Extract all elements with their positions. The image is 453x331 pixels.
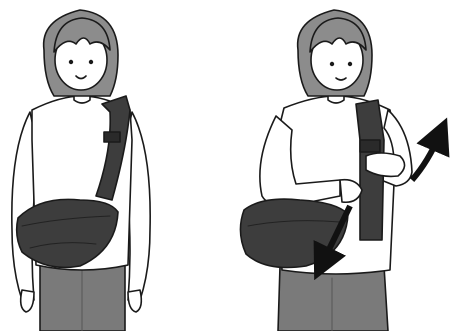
hand-right: [128, 290, 141, 312]
tighten-arrow-icon: [412, 134, 440, 180]
figure-left: [12, 10, 150, 331]
figure-right: [240, 10, 412, 331]
pants-right: [278, 266, 388, 331]
hand-pulling: [366, 153, 405, 176]
hand-left: [21, 290, 34, 312]
